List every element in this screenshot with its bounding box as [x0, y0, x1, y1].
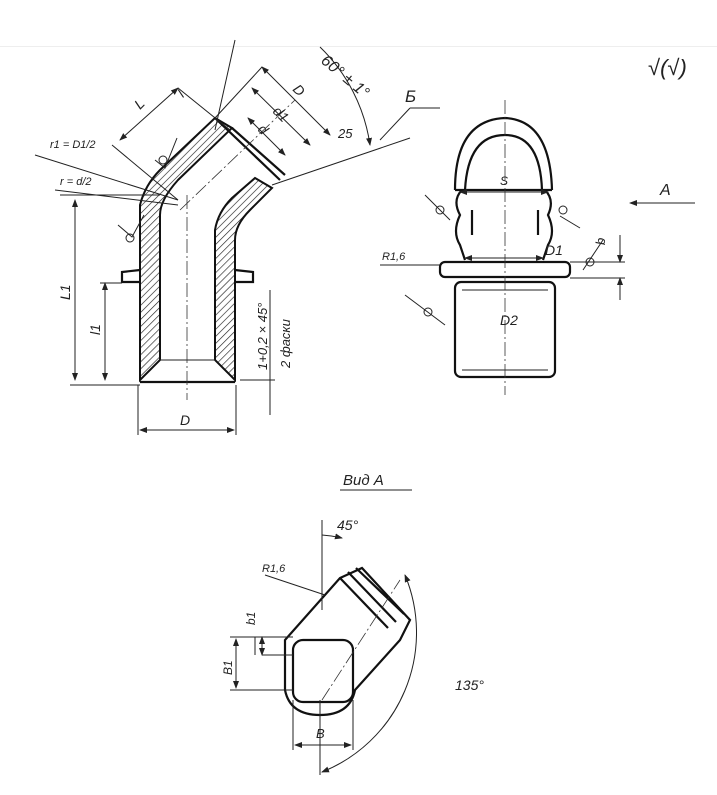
view-arrow-a: А: [659, 182, 671, 199]
view-a-radius: R1,6: [262, 563, 286, 575]
angle-big: 135°: [455, 677, 484, 693]
side-section-view: 60° ± 1° Б D d1 d l L 25 r1 = D1/2 r = d…: [34, 39, 440, 435]
left-wall-section: [139, 116, 234, 383]
r1-formula: r1 = D1/2: [50, 139, 96, 151]
dim-S: S: [500, 174, 508, 188]
roughness-mark: √(√): [648, 55, 687, 80]
dim-D-top: D: [290, 81, 308, 99]
view-a-title: Вид А: [343, 472, 384, 489]
dim-L: L: [131, 95, 148, 112]
chamfer-25: 25: [337, 126, 353, 141]
front-view: S А R1,6 D1 b D2: [380, 100, 695, 395]
r-formula: r = d/2: [60, 176, 92, 188]
view-a: Вид А 45° R1,6 b1 B1 B 135°: [221, 472, 484, 775]
angle-label: 60° ± 1°: [317, 52, 372, 102]
chamfer-note: 1+0,2 × 45°: [255, 303, 270, 370]
dim-B: B: [316, 726, 325, 741]
angle-top: 45°: [337, 517, 359, 533]
right-wall-section: [214, 176, 274, 383]
chamfer-count: 2 фаски: [278, 319, 293, 369]
dim-l1: l1: [87, 324, 103, 335]
dim-b1: b1: [244, 612, 258, 625]
dim-D-bottom: D: [180, 412, 190, 428]
dim-D2: D2: [500, 312, 518, 328]
dim-d: d: [255, 121, 273, 139]
section-mark-b: Б: [405, 87, 416, 106]
page-top-border: [0, 46, 717, 47]
dim-B1: B1: [221, 660, 235, 675]
dim-L1: L1: [57, 284, 73, 300]
dim-l: l: [175, 87, 188, 100]
radius-label: R1,6: [382, 251, 406, 263]
dim-b: b: [593, 238, 608, 245]
dim-D1: D1: [545, 242, 563, 258]
